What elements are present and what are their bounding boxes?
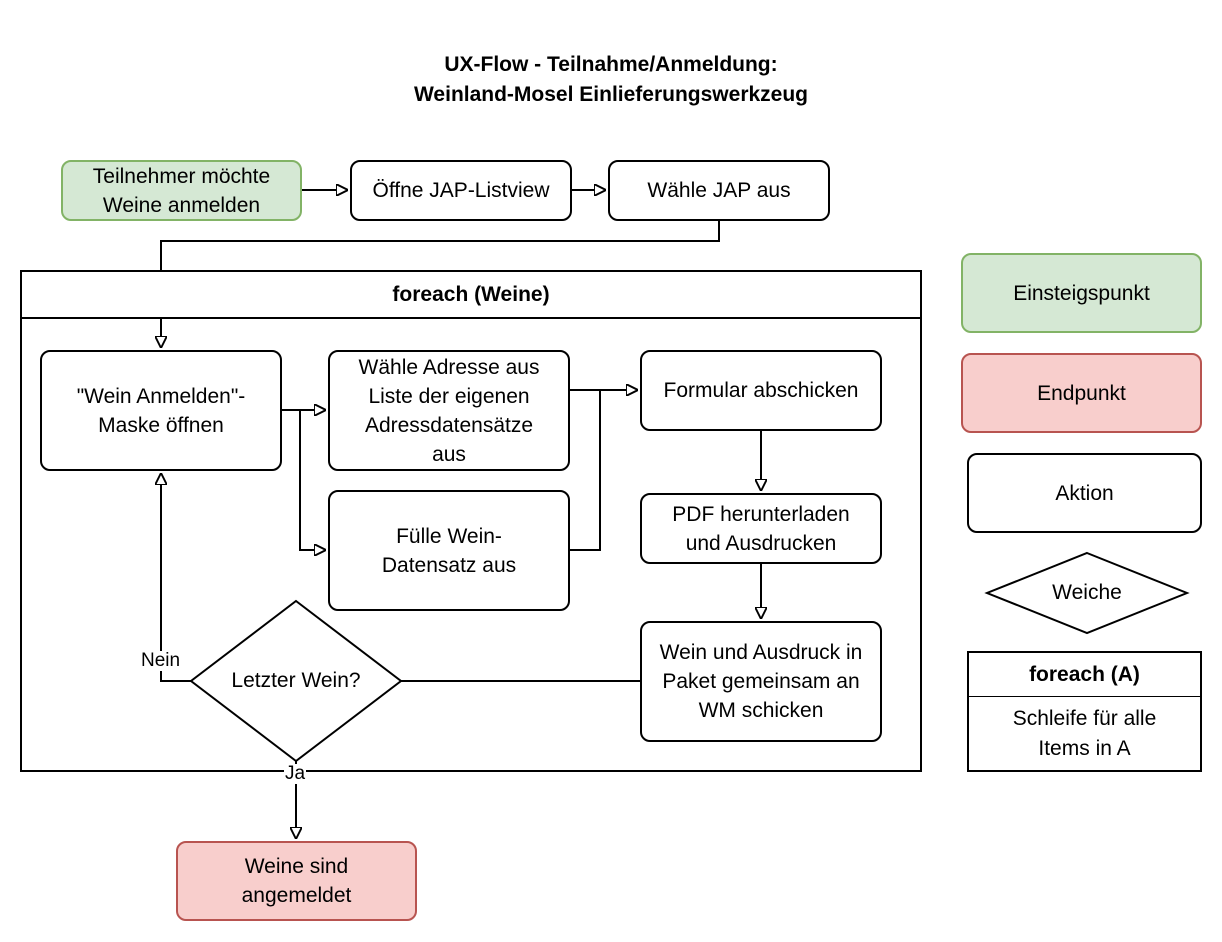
edge-jap-into-loop — [160, 221, 720, 271]
decision-label: Letzter Wein? — [231, 669, 361, 692]
edge-fill-to-submit — [570, 390, 601, 551]
legend-loop-body: Schleife für alle Items in A — [967, 697, 1202, 772]
choose-address-node: Wähle Adresse aus Liste der eigenen Adre… — [328, 350, 570, 471]
choose-jap-node: Wähle JAP aus — [608, 160, 830, 221]
diagram-title: UX-Flow - Teilnahme/Anmeldung: Weinland-… — [413, 53, 809, 106]
legend-entry: Einsteigspunkt — [961, 253, 1202, 333]
legend-loop-header: foreach (A) — [967, 651, 1202, 698]
legend-action: Aktion — [967, 453, 1202, 533]
submit-form-node: Formular abschicken — [640, 350, 882, 431]
send-package-node: Wein und Ausdruck in Paket gemeinsam an … — [640, 621, 882, 742]
edge-decision-no — [161, 473, 191, 682]
decision-diamond — [189, 599, 403, 763]
open-listview-node: Öffne JAP-Listview — [350, 160, 572, 221]
legend-end: Endpunkt — [961, 353, 1202, 433]
fill-dataset-node: Fülle Wein- Datensatz aus — [328, 490, 570, 611]
loop-header: foreach (Weine) — [20, 270, 922, 319]
edge-label-no: Nein — [140, 650, 182, 671]
download-pdf-node: PDF herunterladen und Ausdrucken — [640, 493, 882, 564]
legend-decision-label: Weiche — [1052, 581, 1122, 604]
open-mask-node: "Wein Anmelden"- Maske öffnen — [40, 350, 282, 471]
legend-decision-diamond — [984, 551, 1190, 635]
start-node: Teilnehmer möchte Weine anmelden — [61, 160, 302, 221]
edge-mask-to-fill — [299, 410, 326, 550]
edge-label-yes: Ja — [284, 763, 307, 784]
done-node: Weine sind angemeldet — [176, 841, 417, 921]
